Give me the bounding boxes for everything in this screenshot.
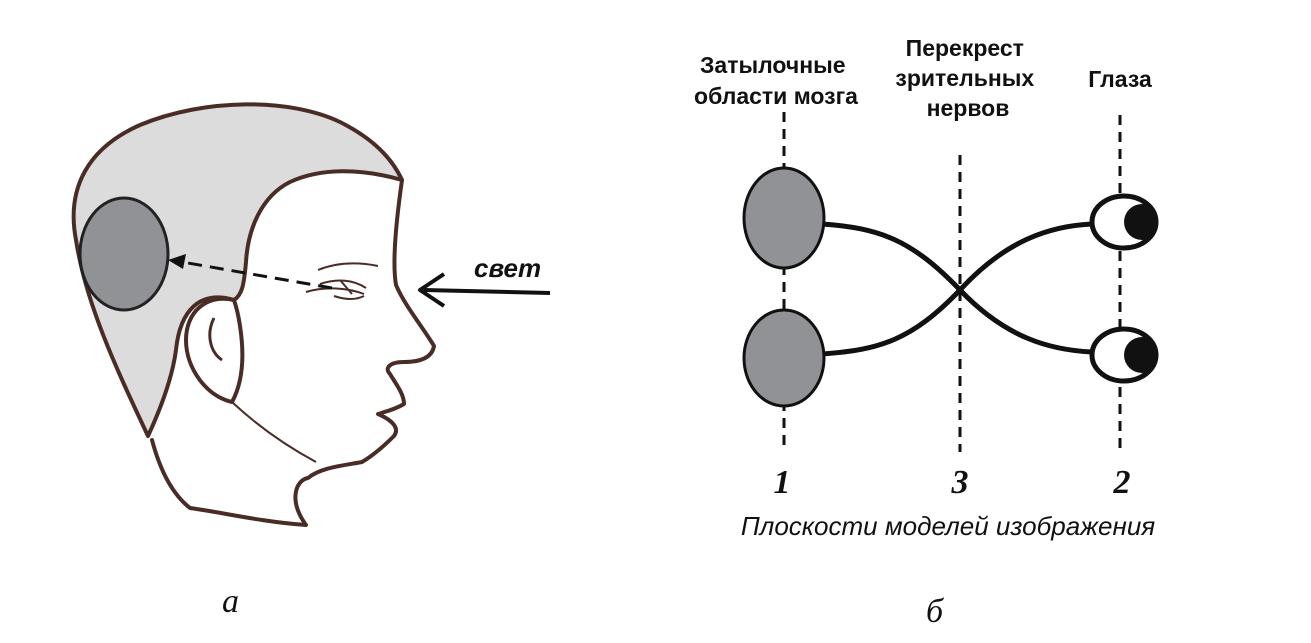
light-path-dashed: [181, 260, 333, 290]
panel-b: Затылочные области мозга Перекрест зрите…: [694, 35, 1159, 630]
pupil-upper: [1124, 204, 1154, 240]
panel-a-letter: а: [222, 583, 239, 620]
ear-inner: [208, 317, 223, 362]
light-path-arrowhead: [168, 254, 186, 269]
plane-number-2: 2: [1113, 464, 1131, 501]
pupil-lower: [1124, 337, 1154, 373]
jaw-line: [231, 401, 317, 463]
optic-nerves: [819, 221, 1095, 357]
planes-caption: Плоскости моделей изображения: [741, 511, 1155, 541]
label-eyes: Глаза: [1088, 66, 1152, 92]
head-face-outline: [150, 178, 436, 527]
eye-lower: [1089, 326, 1159, 384]
eye-upper: [1089, 193, 1159, 251]
light-label: свет: [474, 253, 541, 283]
incoming-light-arrowhead: [418, 272, 446, 308]
occipital-lobe-head: [78, 196, 170, 312]
occipital-lobe-lower: [742, 308, 826, 408]
incoming-light-arrow: [423, 288, 551, 295]
label-optic-chiasm: Перекрест зрительных нервов: [895, 35, 1040, 121]
eye-sketch: [305, 262, 379, 300]
panel-b-letter: б: [926, 593, 945, 630]
plane-number-3: 3: [951, 464, 969, 501]
label-occipital-areas: Затылочные области мозга: [694, 52, 858, 109]
panel-a: свет а: [71, 102, 551, 620]
plane-number-1: 1: [774, 464, 791, 501]
optic-nerve-lower-lobe: [819, 221, 1095, 357]
optic-nerve-upper-lobe: [819, 221, 1095, 355]
occipital-lobe-upper: [742, 166, 826, 270]
